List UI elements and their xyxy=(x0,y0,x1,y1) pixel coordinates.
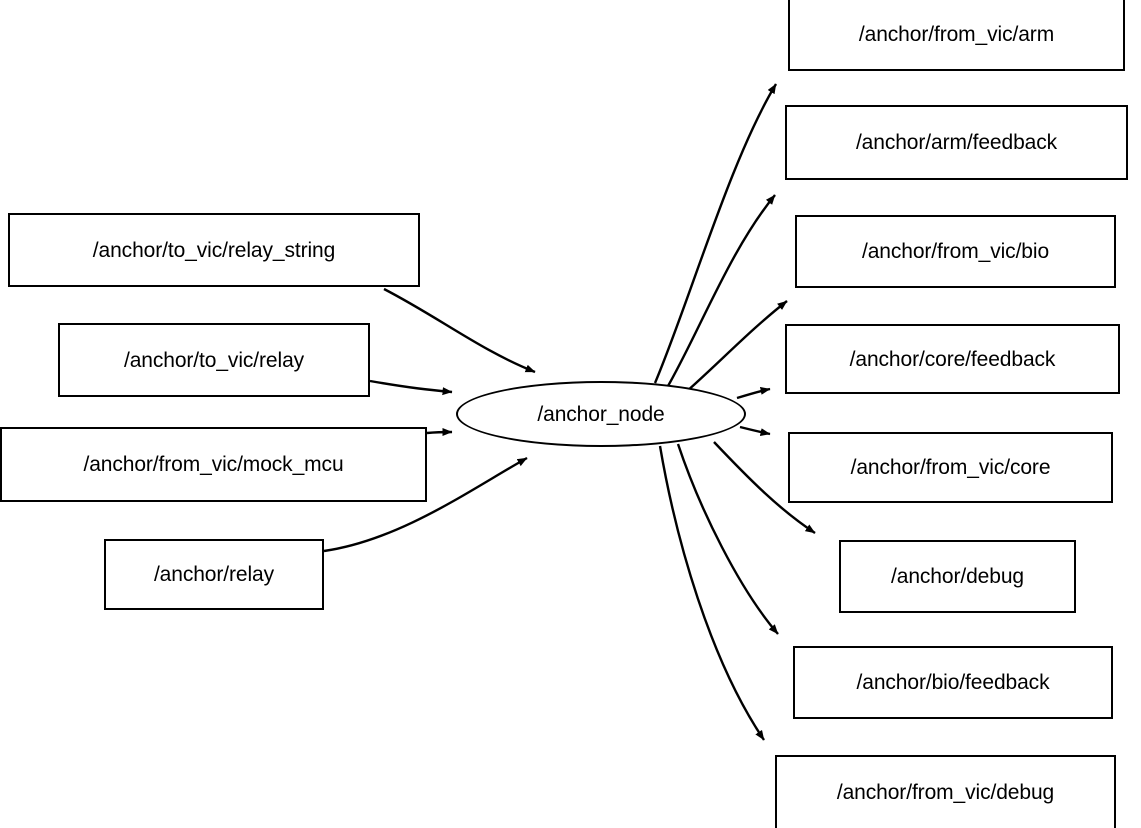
node-core_feedback[interactable]: /anchor/core/feedback xyxy=(785,324,1120,394)
node-anchor_relay-label: /anchor/relay xyxy=(153,563,275,586)
node-from_vic_arm-label: /anchor/from_vic/arm xyxy=(858,23,1055,46)
edge-to_vic_relay-to-anchor_node xyxy=(369,379,453,396)
edge-anchor_node-to-from_vic_debug xyxy=(658,445,765,741)
node-bio_feedback-label: /anchor/bio/feedback xyxy=(856,671,1050,694)
edge-anchor_node-to-core_feedback xyxy=(736,386,771,400)
node-bio_feedback[interactable]: /anchor/bio/feedback xyxy=(793,646,1113,719)
node-anchor_relay[interactable]: /anchor/relay xyxy=(104,539,324,610)
node-to_vic_relay[interactable]: /anchor/to_vic/relay xyxy=(58,323,370,397)
edge-anchor_node-to-bio_feedback xyxy=(676,443,779,635)
node-to_vic_relay_string-label: /anchor/to_vic/relay_string xyxy=(92,238,336,262)
node-from_vic_bio-label: /anchor/from_vic/bio xyxy=(861,240,1050,263)
node-to_vic_relay-label: /anchor/to_vic/relay xyxy=(123,348,305,372)
node-from_vic_core[interactable]: /anchor/from_vic/core xyxy=(788,432,1113,503)
edge-anchor_node-to-arm_feedback xyxy=(666,194,776,387)
node-from_vic_core-label: /anchor/from_vic/core xyxy=(850,456,1051,479)
edge-anchor_node-to-from_vic_arm xyxy=(653,83,778,384)
node-from_vic_arm[interactable]: /anchor/from_vic/arm xyxy=(788,0,1125,71)
node-from_vic_debug[interactable]: /anchor/from_vic/debug xyxy=(775,755,1116,828)
node-anchor_debug[interactable]: /anchor/debug xyxy=(839,540,1076,613)
edge-to_vic_relay_string-to-anchor_node xyxy=(383,287,536,374)
node-anchor-node[interactable]: /anchor_node xyxy=(456,381,746,447)
node-from_vic_debug-label: /anchor/from_vic/debug xyxy=(836,781,1055,804)
node-arm_feedback-label: /anchor/arm/feedback xyxy=(855,131,1058,154)
node-from_vic_bio[interactable]: /anchor/from_vic/bio xyxy=(795,215,1116,288)
node-arm_feedback[interactable]: /anchor/arm/feedback xyxy=(785,105,1128,180)
node-from_vic_mock_mcu-label: /anchor/from_vic/mock_mcu xyxy=(83,453,344,476)
edge-anchor_node-to-from_vic_bio xyxy=(685,300,788,393)
node-anchor-node-label: /anchor_node xyxy=(537,402,665,426)
node-anchor_debug-label: /anchor/debug xyxy=(891,565,1024,588)
node-core_feedback-label: /anchor/core/feedback xyxy=(849,347,1056,371)
node-from_vic_mock_mcu[interactable]: /anchor/from_vic/mock_mcu xyxy=(0,427,427,502)
edge-from_vic_mock_mcu-to-anchor_node xyxy=(426,428,453,437)
edge-anchor_node-to-from_vic_core xyxy=(739,425,771,437)
node-to_vic_relay_string[interactable]: /anchor/to_vic/relay_string xyxy=(8,213,420,287)
